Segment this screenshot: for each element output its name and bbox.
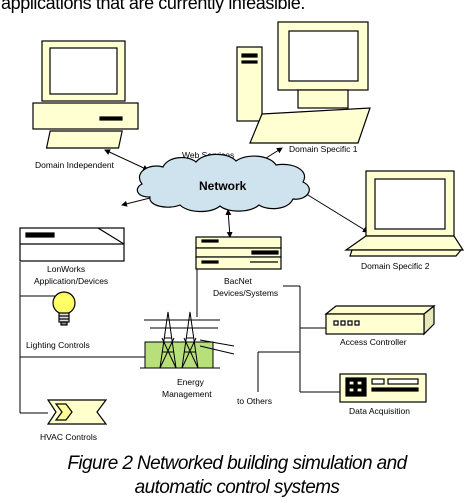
connectors — [19, 147, 369, 414]
lonworks-label-line2: Application/Devices — [34, 276, 108, 286]
domain-specific-2-laptop-icon — [344, 170, 465, 257]
hvac-controls-label: HVAC Controls — [40, 432, 97, 442]
bacnet-device-icon — [195, 236, 282, 270]
lighting-controls-label: Lighting Controls — [26, 340, 90, 350]
light-bulb-icon — [52, 291, 76, 326]
data-acquisition-label: Data Acquisition — [349, 406, 410, 416]
domain-specific-1-computer-icon — [236, 21, 371, 144]
data-acquisition-icon — [339, 373, 427, 403]
network-label: Network — [199, 179, 247, 193]
domain-specific-1-label: Domain Specific 1 — [289, 144, 358, 154]
hvac-unit-icon — [46, 399, 108, 425]
power-tower-icon — [140, 311, 235, 369]
bacnet-label-line1: BacNet — [224, 276, 253, 286]
energy-label-line2: Management — [162, 389, 212, 399]
lonworks-label-line1: LonWorks — [47, 264, 85, 274]
domain-independent-computer-icon — [32, 40, 139, 149]
domain-specific-2-label: Domain Specific 2 — [361, 261, 430, 271]
header-text: applications that are currently infeasib… — [1, 0, 305, 13]
domain-independent-label: Domain Independent — [35, 160, 115, 170]
to-others-label: to Others — [237, 396, 272, 406]
access-controller-label: Access Controller — [340, 337, 407, 347]
network-cloud-icon — [136, 153, 310, 213]
figure-caption-line2: automatic control systems — [134, 477, 340, 498]
figure-caption-line1: Figure 2 Networked building simulation a… — [67, 453, 407, 474]
lonworks-device-icon — [19, 227, 125, 262]
bacnet-label-line2: Devices/Systems — [213, 288, 278, 298]
energy-label-line1: Energy — [177, 377, 205, 387]
access-controller-icon — [324, 304, 436, 336]
